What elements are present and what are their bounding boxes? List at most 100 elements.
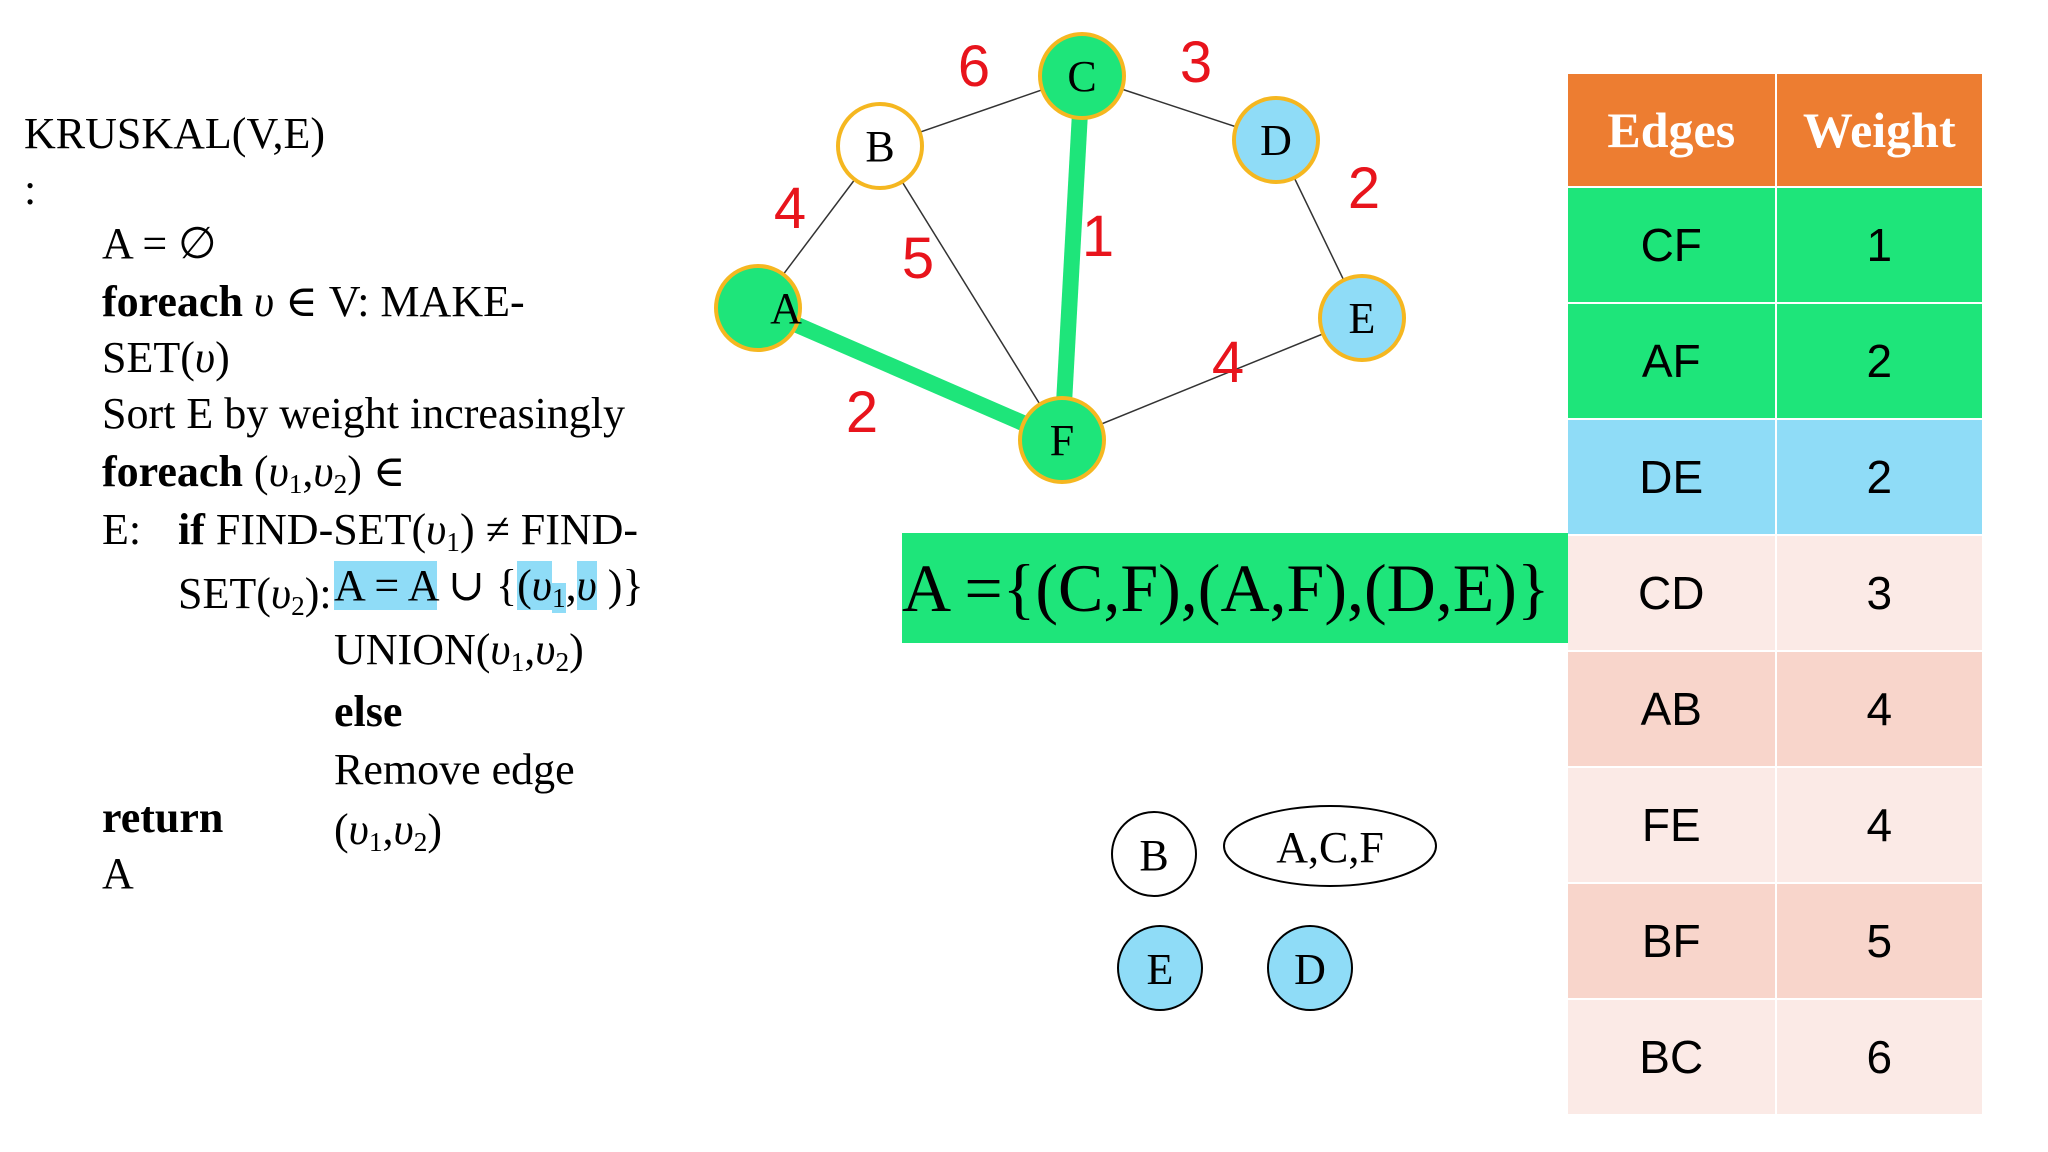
cell-edge: BC — [1568, 999, 1777, 1116]
union-sub1: 1 — [510, 646, 525, 677]
algo-title: KRUSKAL(V,E) — [24, 109, 326, 158]
node-C — [1038, 32, 1126, 120]
cell-weight: 4 — [1775, 767, 1984, 884]
edge-BF — [879, 145, 1063, 441]
cell-edge: AF — [1568, 303, 1777, 420]
node-label-D: D — [1260, 116, 1292, 165]
foreach-keyword: foreach — [102, 277, 243, 326]
make-set-close: ) — [215, 333, 230, 382]
node-B — [836, 102, 924, 190]
remove-sub2: 2 — [413, 826, 428, 857]
if-neq-find: ) ≠ FIND- — [459, 505, 639, 554]
node-label-A: A — [770, 284, 802, 333]
union-open: UNION( — [334, 625, 491, 674]
node-label-F: F — [1050, 416, 1074, 465]
assign-union: ∪ { — [437, 561, 518, 610]
else-keyword: else — [334, 687, 403, 736]
node-label-E: E — [1349, 294, 1376, 343]
cell-weight: 4 — [1775, 651, 1984, 768]
cell-edge: FE — [1568, 767, 1777, 884]
assign-paren: ( — [517, 561, 532, 610]
remove-open: ( — [334, 805, 349, 854]
header-edges: Edges — [1568, 74, 1777, 188]
foreach-vertices-line: foreach υ ∈ V: MAKE- — [102, 280, 525, 324]
cell-weight: 2 — [1775, 303, 1984, 420]
sort-line: Sort E by weight increasingly — [102, 389, 626, 438]
weight-DE: 2 — [1348, 156, 1380, 221]
cell-weight: 1 — [1775, 187, 1984, 304]
in-v-make: ∈ V: MAKE- — [274, 277, 525, 326]
set-d-node — [1267, 925, 1353, 1011]
cell-weight: 2 — [1775, 419, 1984, 536]
node-E — [1318, 274, 1406, 362]
node-A — [714, 264, 802, 352]
in-e: ∈ — [361, 447, 406, 496]
cell-edge: CD — [1568, 535, 1777, 652]
if-sub: 1 — [446, 526, 460, 557]
assign-v1: υ — [531, 561, 552, 610]
algo-colon: : — [24, 165, 37, 214]
remove-line: Remove edge — [334, 745, 575, 794]
return-value: A — [102, 849, 134, 898]
assign-comma: , — [565, 561, 577, 610]
edge-FE — [1061, 317, 1363, 441]
var-v2: υ — [313, 447, 334, 496]
cell-edge: BF — [1568, 883, 1777, 1000]
cell-edge: AB — [1568, 651, 1777, 768]
node-label-B: B — [865, 122, 894, 171]
union-close: ) — [569, 625, 584, 674]
cell-weight: 5 — [1775, 883, 1984, 1000]
foreach-keyword-2: foreach — [102, 447, 243, 496]
union-v2: υ — [535, 625, 556, 674]
union-sub2: 2 — [555, 646, 570, 677]
remove-args-line: (υ1,υ2) — [334, 808, 442, 856]
set-close: ): — [304, 569, 332, 618]
set-e-node — [1117, 925, 1203, 1011]
union-v1: υ — [490, 625, 511, 674]
foreach-edges-line: foreach (υ1,υ2) ∈ — [102, 447, 406, 499]
remove-comma: , — [382, 805, 394, 854]
weight-AB: 4 — [774, 176, 806, 241]
cell-edge: DE — [1568, 419, 1777, 536]
e-label: E: — [102, 505, 142, 554]
make-set-line: SET(υ) — [102, 336, 230, 380]
weight-BF: 5 — [902, 226, 934, 291]
set-sub: 2 — [291, 590, 305, 621]
if-findset: FIND-SET( — [204, 505, 427, 554]
if-var: υ — [426, 505, 447, 554]
weight-FE: 4 — [1212, 330, 1244, 395]
set-b-label: B — [1139, 831, 1168, 880]
edge-CF — [1054, 75, 1090, 441]
assign-v2: υ — [576, 561, 597, 610]
make-set-open: SET( — [102, 333, 195, 382]
assign-highlight: A = A — [334, 561, 438, 610]
table-header-row: Edges Weight — [1568, 74, 1984, 188]
disjoint-sets: B A,C,F E D — [1111, 805, 1437, 1011]
weight-AF: 2 — [846, 380, 878, 445]
union-comma: , — [524, 625, 536, 674]
remove-sub1: 1 — [368, 826, 383, 857]
return-keyword: return — [102, 793, 224, 842]
cell-weight: 3 — [1775, 535, 1984, 652]
sub-1: 1 — [288, 468, 303, 499]
set-var: υ — [270, 569, 292, 618]
set-open: SET( — [178, 569, 271, 618]
set-e-label: E — [1147, 945, 1174, 994]
if-line: if FIND-SET(υ1) ≠ FIND- — [178, 508, 638, 556]
assign-sub1: 1 — [551, 582, 566, 613]
cell-edge: CF — [1568, 187, 1777, 304]
set-d-label: D — [1294, 945, 1326, 994]
weight-CD: 3 — [1180, 30, 1212, 95]
node-D — [1232, 96, 1320, 184]
